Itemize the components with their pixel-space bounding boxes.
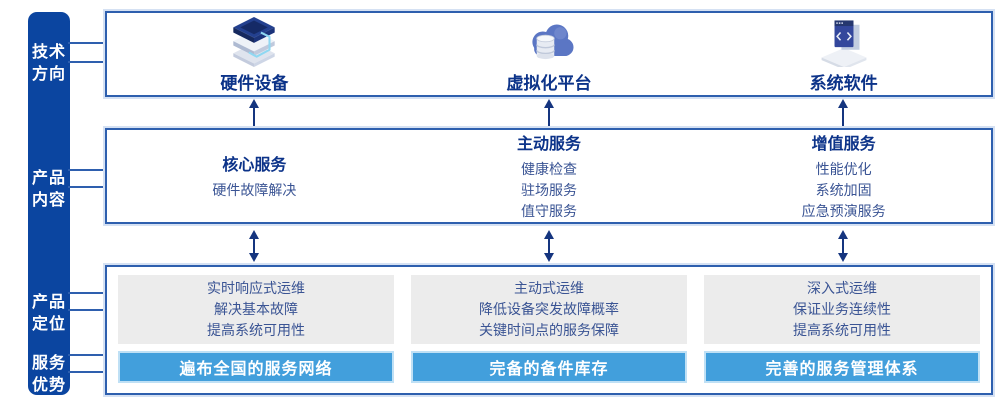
double-arrow bbox=[249, 230, 259, 262]
sidebar-label-tech-direction: 技术 方向 bbox=[28, 42, 70, 86]
tech-item-label: 系统软件 bbox=[809, 73, 878, 93]
positioning-advantage-panel: 实时响应式运维 解决基本故障 提高系统可用性 遍布全国的服务网络 主动式运维 降… bbox=[105, 265, 993, 395]
connector-line bbox=[68, 186, 107, 188]
positioning-line: 实时响应式运维 bbox=[207, 280, 305, 297]
up-arrow bbox=[838, 99, 848, 127]
connector-line bbox=[68, 354, 107, 356]
positioning-line: 主动式运维 bbox=[514, 280, 584, 297]
bottom-col-proactive: 主动式运维 降低设备突发故障概率 关键时间点的服务保障 完备的备件库存 bbox=[411, 275, 687, 383]
positioning-line: 深入式运维 bbox=[807, 280, 877, 297]
content-title: 核心服务 bbox=[222, 157, 287, 174]
sidebar-label-text: 产品 bbox=[31, 170, 66, 187]
positioning-line: 解决基本故障 bbox=[214, 301, 298, 318]
connector-line bbox=[68, 42, 107, 44]
positioning-panel: 主动式运维 降低设备突发故障概率 关键时间点的服务保障 bbox=[411, 275, 687, 345]
server-stack-icon bbox=[225, 16, 283, 67]
connector-line bbox=[68, 61, 107, 63]
sidebar-label-service-advantages: 服务 优势 bbox=[28, 353, 70, 397]
double-arrow bbox=[838, 230, 848, 262]
sidebar-label-product-content: 产品 内容 bbox=[28, 168, 70, 212]
content-item: 健康检查 bbox=[521, 161, 577, 177]
content-item: 硬件故障解决 bbox=[212, 182, 297, 198]
content-col-core-services: 核心服务 硬件故障解决 bbox=[107, 130, 402, 222]
sidebar-label-text: 技术 bbox=[31, 44, 66, 61]
code-window-icon bbox=[816, 17, 872, 67]
positioning-line: 保证业务连续性 bbox=[793, 301, 891, 318]
up-arrow bbox=[249, 99, 259, 127]
tech-item-label: 虚拟化平台 bbox=[506, 73, 592, 93]
positioning-line: 关键时间点的服务保障 bbox=[479, 322, 619, 339]
content-title: 增值服务 bbox=[811, 136, 876, 153]
sidebar-label-text: 优势 bbox=[31, 377, 66, 394]
positioning-line: 提高系统可用性 bbox=[793, 322, 891, 339]
content-col-proactive-services: 主动服务 健康检查 驻场服务 值守服务 bbox=[402, 130, 697, 222]
connector-line bbox=[68, 309, 107, 311]
sidebar-label-text: 服务 bbox=[31, 355, 66, 372]
connector-line bbox=[68, 371, 107, 373]
content-col-value-added-services: 增值服务 性能优化 系统加固 应急预演服务 bbox=[696, 130, 991, 222]
sidebar: 技术 方向 产品 内容 产品 定位 服务 优势 bbox=[28, 12, 70, 395]
product-content-panel: 核心服务 硬件故障解决 主动服务 健康检查 驻场服务 值守服务 增值服务 性能优… bbox=[105, 128, 993, 224]
bottom-col-realtime: 实时响应式运维 解决基本故障 提高系统可用性 遍布全国的服务网络 bbox=[118, 275, 394, 383]
positioning-panel: 深入式运维 保证业务连续性 提高系统可用性 bbox=[704, 275, 980, 345]
positioning-line: 降低设备突发故障概率 bbox=[479, 301, 619, 318]
sidebar-label-text: 内容 bbox=[31, 192, 66, 209]
positioning-line: 提高系统可用性 bbox=[207, 322, 305, 339]
bottom-col-deep: 深入式运维 保证业务连续性 提高系统可用性 完善的服务管理体系 bbox=[704, 275, 980, 383]
tech-item-label: 硬件设备 bbox=[220, 73, 289, 93]
cloud-database-icon bbox=[521, 17, 577, 67]
advantage-bar: 遍布全国的服务网络 bbox=[118, 351, 394, 383]
tech-item-hardware: 硬件设备 bbox=[107, 13, 402, 95]
double-arrow bbox=[544, 230, 554, 262]
up-arrow bbox=[544, 99, 554, 127]
content-item: 应急预演服务 bbox=[801, 203, 886, 219]
content-item: 性能优化 bbox=[815, 161, 872, 177]
connector-line bbox=[68, 169, 107, 171]
tech-item-virtualization: 虚拟化平台 bbox=[402, 13, 697, 95]
content-title: 主动服务 bbox=[517, 136, 582, 153]
sidebar-label-text: 产品 bbox=[31, 294, 66, 311]
content-item: 值守服务 bbox=[521, 203, 577, 219]
positioning-panel: 实时响应式运维 解决基本故障 提高系统可用性 bbox=[118, 275, 394, 345]
tech-item-system-software: 系统软件 bbox=[696, 13, 991, 95]
advantage-bar: 完备的备件库存 bbox=[411, 351, 687, 383]
tech-direction-panel: 硬件设备 bbox=[105, 11, 993, 97]
sidebar-label-text: 定位 bbox=[31, 316, 66, 333]
connector-line bbox=[68, 292, 107, 294]
advantage-bar: 完善的服务管理体系 bbox=[704, 351, 980, 383]
sidebar-label-product-positioning: 产品 定位 bbox=[28, 292, 70, 336]
sidebar-label-text: 方向 bbox=[31, 66, 66, 83]
content-item: 驻场服务 bbox=[521, 182, 577, 198]
content-item: 系统加固 bbox=[815, 182, 872, 198]
